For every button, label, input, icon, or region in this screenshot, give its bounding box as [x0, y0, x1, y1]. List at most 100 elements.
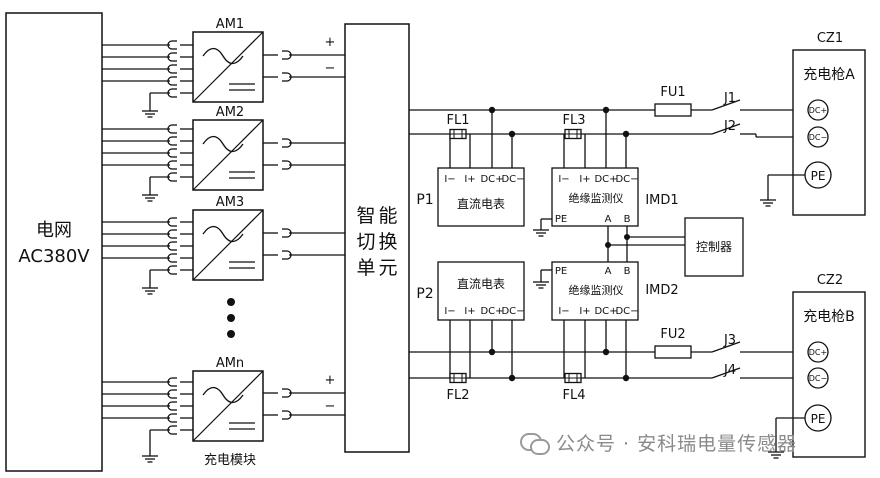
- controller-box: 控制器: [684, 217, 744, 277]
- p1-terminal-dc-minus: DC−: [501, 174, 524, 185]
- charging-module-am3: [192, 209, 264, 281]
- imd2-terminal-pe: PE: [555, 266, 567, 277]
- module-label-am3: AM3: [216, 195, 244, 210]
- imd2-terminal-a: A: [605, 266, 612, 277]
- controller-ab-bus: [607, 226, 685, 262]
- dc-output-wiring: [263, 54, 345, 416]
- module-label-amn: AMn: [216, 356, 244, 371]
- grid-label-line1: 电网: [36, 220, 72, 241]
- controller-label: 控制器: [696, 240, 732, 254]
- fuse-fu1-label: FU1: [660, 85, 685, 100]
- wechat-icon: [520, 431, 550, 455]
- p2-meter-name: 直流电表: [457, 277, 505, 291]
- ac-input-wiring: [102, 44, 193, 456]
- gun-cz1-label: CZ1: [817, 31, 843, 46]
- fuse-fl2: [449, 372, 467, 384]
- imd1-terminal-pe: PE: [555, 214, 567, 225]
- gun-a-pe: PE: [811, 169, 826, 183]
- p1-terminal-dc-plus: DC+: [480, 174, 503, 185]
- imd1-label: IMD1: [645, 193, 678, 208]
- p2-terminal-i-plus: I+: [464, 306, 475, 317]
- circuit-b-wiring: [409, 320, 808, 379]
- gun-b-title: 充电枪B: [803, 308, 855, 325]
- p1-terminal-i-plus: I+: [464, 174, 475, 185]
- fuse-fl1: [449, 128, 467, 140]
- gun-b-dc-plus: DC+: [809, 348, 827, 357]
- ellipsis-dots: [227, 298, 235, 338]
- gun-a-dc-minus: DC−: [809, 133, 827, 142]
- contactor-j4-label: J4: [723, 363, 736, 378]
- fuse-fl2-label: FL2: [447, 388, 470, 403]
- controller-bus-junctions: [605, 234, 630, 248]
- contactor-j2-label: J2: [723, 119, 736, 134]
- ac-plugs: [167, 40, 178, 435]
- fuse-fl3-label: FL3: [563, 113, 586, 128]
- dc-plugs: [281, 50, 292, 420]
- p1-terminal-i-minus: I−: [444, 174, 455, 185]
- switch-unit-char-4: 换: [378, 231, 397, 253]
- meter-p2-label: P2: [416, 286, 433, 302]
- fuse-fl1-label: FL1: [447, 113, 470, 128]
- imd1-terminal-i-minus: I−: [558, 174, 569, 185]
- amn-minus-label: −: [325, 399, 336, 414]
- gun-b-dc-minus: DC−: [809, 374, 827, 383]
- switch-unit-char-3: 切: [356, 231, 375, 253]
- gun-cz2-label: CZ2: [817, 273, 843, 288]
- imd2-label: IMD2: [645, 283, 678, 298]
- smart-switch-unit: 智 能 切 换 单 元: [344, 23, 410, 453]
- p2-terminal-i-minus: I−: [444, 306, 455, 317]
- meter-p1-label: P1: [416, 192, 433, 208]
- fuse-fl4: [564, 372, 582, 384]
- circuit-a-junctions: [488, 106, 630, 138]
- gun-b-pe: PE: [811, 412, 826, 426]
- contactor-j1-label: J1: [723, 91, 736, 106]
- p1-meter-name: 直流电表: [457, 197, 505, 211]
- charging-module-am2: [192, 119, 264, 191]
- charging-gun-a: 充电枪A DC+ DC− PE: [792, 49, 866, 216]
- watermark: 公众号 · 安科瑞电量传感器: [520, 425, 860, 459]
- module-caption: 充电模块: [204, 452, 256, 468]
- grid-box: 电网 AC380V: [5, 12, 103, 472]
- am1-plus-label: +: [325, 35, 336, 50]
- gun-a-pe-ground: [767, 174, 805, 200]
- imd2-terminal-i-plus: I+: [579, 306, 590, 317]
- switch-unit-char-6: 元: [378, 257, 397, 279]
- charging-module-amn: [192, 370, 264, 442]
- imd1-terminal-dc-plus: DC+: [594, 174, 617, 185]
- fuse-fl4-label: FL4: [563, 388, 586, 403]
- imd1-name: 绝缘监测仪: [569, 191, 624, 205]
- amn-plus-label: +: [325, 373, 336, 388]
- fuse-fu1: [654, 103, 692, 117]
- circuit-b-junctions: [488, 348, 630, 382]
- charging-gun-b: 充电枪B DC+ DC− PE: [792, 291, 866, 458]
- switch-unit-char-2: 能: [378, 205, 397, 227]
- imd1-ground-icon: [532, 229, 550, 237]
- am1-minus-label: −: [325, 61, 336, 76]
- fuse-fu2-label: FU2: [660, 327, 685, 342]
- fuse-fl3: [564, 128, 582, 140]
- imd1-terminal-a: A: [605, 214, 612, 225]
- imd1-terminal-i-plus: I+: [579, 174, 590, 185]
- imd2-ground-icon: [532, 281, 550, 289]
- module-label-am2: AM2: [216, 105, 244, 120]
- imd2-terminal-b: B: [624, 266, 631, 277]
- switch-unit-char-5: 单: [356, 257, 375, 279]
- insulation-monitor-imd1: I− I+ DC+ DC− 绝缘监测仪 PE A B: [551, 167, 639, 227]
- module-label-am1: AM1: [216, 17, 244, 32]
- imd2-terminal-i-minus: I−: [558, 306, 569, 317]
- fuse-fu2: [654, 345, 692, 359]
- imd2-terminal-dc-minus: DC−: [615, 306, 638, 317]
- watermark-text: 公众号 · 安科瑞电量传感器: [556, 432, 798, 455]
- p2-terminal-dc-minus: DC−: [501, 306, 524, 317]
- imd1-terminal-b: B: [624, 214, 631, 225]
- dc-meter-p1: I− I+ DC+ DC− 直流电表: [437, 167, 525, 227]
- contactor-j3-label: J3: [723, 333, 736, 348]
- charging-module-am1: [192, 31, 264, 103]
- imd1-terminal-dc-minus: DC−: [615, 174, 638, 185]
- gun-a-title: 充电枪A: [803, 66, 855, 83]
- grid-label-line2: AC380V: [18, 246, 90, 267]
- imd2-terminal-dc-plus: DC+: [594, 306, 617, 317]
- p2-terminal-dc-plus: DC+: [480, 306, 503, 317]
- gun-a-ground-icon: [759, 199, 777, 207]
